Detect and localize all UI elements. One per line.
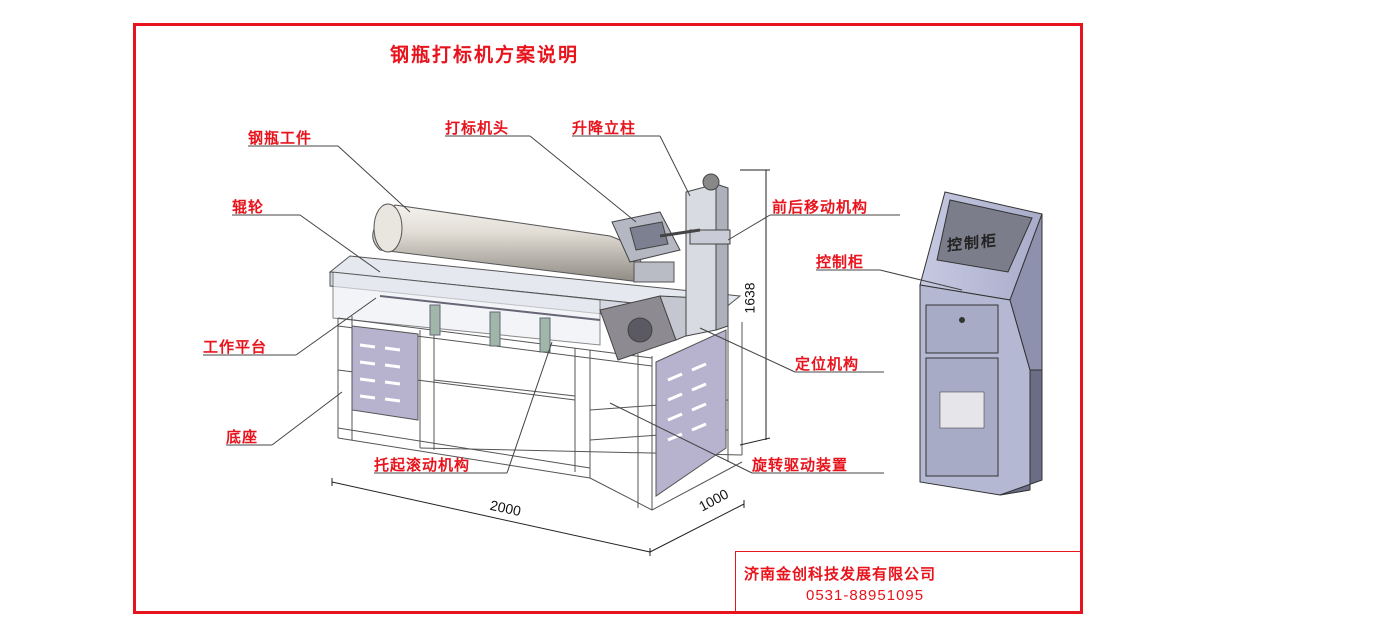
label-rotation-drive: 旋转驱动装置 [752, 456, 849, 474]
right-side-panel [655, 329, 727, 497]
lift-column [685, 173, 731, 337]
label-base: 底座 [226, 428, 259, 446]
dimension-lines [331, 169, 771, 556]
marking-head-unit [611, 211, 701, 263]
company-name: 济南金创科技发展有限公司 [744, 565, 937, 583]
label-control-cabinet: 控制柜 [816, 253, 865, 271]
dimension-height: 1638 [741, 282, 758, 314]
company-phone: 0531-88951095 [806, 587, 925, 604]
support-rollers [379, 295, 601, 353]
label-front-back-move: 前后移动机构 [772, 198, 869, 216]
label-lift-column: 升降立柱 [572, 119, 637, 137]
leader-lines [203, 135, 963, 474]
label-positioning: 定位机构 [795, 355, 860, 373]
label-lift-roll: 托起滚动机构 [374, 456, 471, 474]
label-marking-head: 打标机头 [445, 119, 510, 137]
label-roller: 辊轮 [232, 198, 265, 216]
footer-box [735, 551, 1083, 614]
label-work-table: 工作平台 [203, 338, 268, 356]
left-side-panel [351, 325, 419, 421]
gas-cylinder [372, 203, 675, 283]
drawing-border [133, 23, 1083, 614]
control-cabinet [919, 191, 1043, 496]
label-cylinder: 钢瓶工件 [248, 129, 313, 147]
page-title: 钢瓶打标机方案说明 [390, 44, 580, 66]
